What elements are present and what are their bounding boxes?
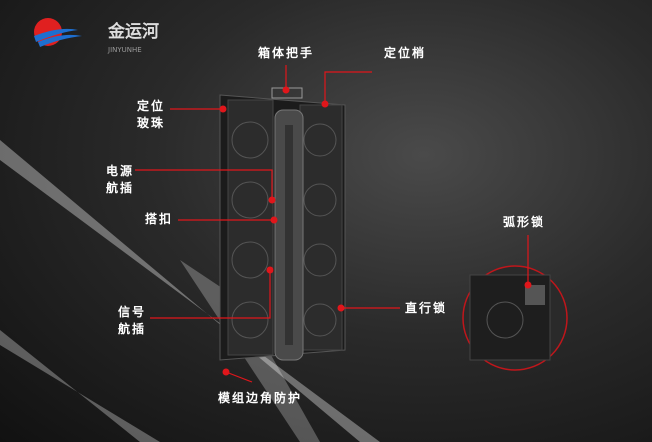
label-straight-lock: 直行锁 — [405, 301, 448, 315]
callout-lines — [135, 65, 529, 383]
label-signal-connector: 信号航插 — [118, 304, 146, 338]
label-line: 定位 — [137, 99, 166, 113]
label-corner-protector: 模组边角防护 — [218, 391, 303, 405]
label-line: 电源 — [106, 164, 135, 178]
logo-brand-en: JINYUNHE — [108, 46, 142, 54]
label-line: 玻珠 — [137, 116, 166, 130]
brand-logo: 金运河 JINYUNHE — [30, 12, 160, 56]
label-handle: 箱体把手 — [258, 46, 315, 60]
arc-lock-detail — [462, 265, 568, 371]
label-arc-lock: 弧形锁 — [503, 215, 546, 229]
logo-mark-icon — [34, 18, 82, 47]
led-cabinet — [219, 87, 346, 361]
label-line: 航插 — [118, 322, 147, 336]
label-line: 信号 — [118, 305, 147, 319]
label-line: 航插 — [106, 181, 135, 195]
label-locating-pin: 定位梢 — [384, 46, 427, 60]
label-power-connector: 电源航插 — [106, 163, 134, 197]
label-locating-ball: 定位玻珠 — [137, 98, 165, 132]
label-buckle: 搭扣 — [145, 212, 174, 226]
logo-brand-cn: 金运河 — [108, 22, 159, 42]
callout-dots — [219, 86, 532, 376]
